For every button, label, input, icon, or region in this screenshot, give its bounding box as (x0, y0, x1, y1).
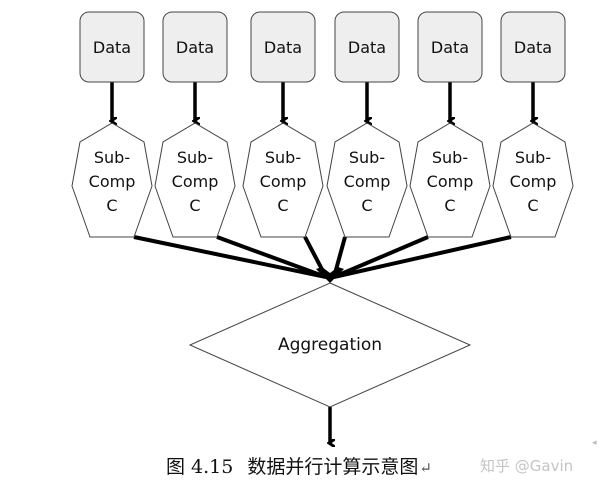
sub-label-line: Sub- (265, 148, 301, 167)
data-node: Data (79, 11, 145, 83)
data-box (500, 11, 566, 83)
sub-label-line: Comp (344, 172, 391, 191)
heptagon-shape (409, 122, 491, 238)
sub-to-aggregation-arrow (333, 235, 512, 279)
aggregation-label: Aggregation (278, 335, 382, 355)
heptagon-shape (71, 122, 153, 238)
heptagon-shape (154, 122, 236, 238)
data-box (250, 11, 316, 83)
data-box (334, 11, 400, 83)
figure-label: 图 4.15 (166, 456, 234, 478)
sub-label-line: Sub- (432, 148, 468, 167)
data-node: Data (250, 11, 316, 83)
sub-label-line: C (444, 196, 455, 215)
data-box (162, 11, 228, 83)
sub-label-line: Comp (427, 172, 474, 191)
data-label: Data (176, 38, 214, 57)
data-label: Data (431, 38, 469, 57)
sub-label-line: C (106, 196, 117, 215)
sub-label-line: Sub- (177, 148, 213, 167)
diamond-shape (188, 282, 472, 408)
sub-label-line: Comp (89, 172, 136, 191)
sub-to-aggregation-arrow (133, 235, 327, 279)
sub-label-line: Comp (510, 172, 557, 191)
data-box (417, 11, 483, 83)
sub-label-line: C (361, 196, 372, 215)
data-label: Data (514, 38, 552, 57)
data-label: Data (264, 38, 302, 57)
data-label: Data (93, 38, 131, 57)
heptagon-shape (492, 122, 574, 238)
figure-caption: 图 4.15 数据并行计算示意图↵ (166, 452, 432, 479)
sub-label-line: C (277, 196, 288, 215)
sub-to-aggregation-arrow (333, 235, 429, 279)
data-node: Data (500, 11, 566, 83)
sub-label-line: Sub- (94, 148, 130, 167)
watermark: 知乎 @Gavin (480, 457, 574, 475)
aggregation-node: Aggregation (188, 282, 472, 408)
convergence-arrowhead (316, 267, 344, 283)
edges-layer (112, 82, 533, 443)
sub-label-line: Comp (172, 172, 219, 191)
sub-to-aggregation-arrow (216, 235, 327, 279)
sub-label-line: Comp (260, 172, 307, 191)
data-node: Data (162, 11, 228, 83)
figure-title: 数据并行计算示意图 (247, 456, 419, 478)
data-node: Data (417, 11, 483, 83)
paragraph-return-mark: ↵ (419, 459, 432, 477)
edge-marker: ◂ (592, 438, 597, 448)
sub-label-line: C (189, 196, 200, 215)
data-label: Data (348, 38, 386, 57)
heptagon-shape (242, 122, 324, 238)
data-box (79, 11, 145, 83)
sub-label-line: Sub- (515, 148, 551, 167)
heptagon-shape (326, 122, 408, 238)
sub-label-line: Sub- (349, 148, 385, 167)
sub-label-line: C (527, 196, 538, 215)
data-node: Data (334, 11, 400, 83)
